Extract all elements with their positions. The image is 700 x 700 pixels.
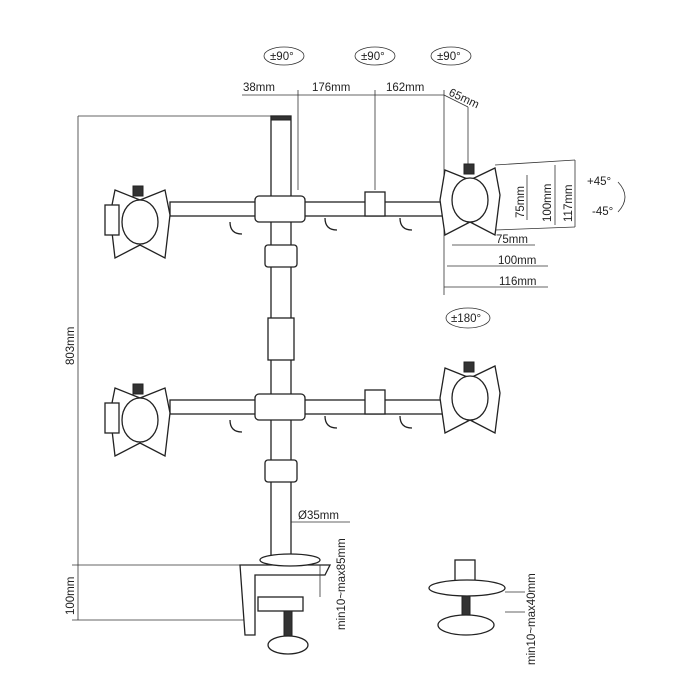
upper-arm-assembly (104, 163, 501, 260)
vesa-w100-label: 100mm (498, 255, 536, 267)
clamp-grommet_range-label: min10~max40mm (526, 573, 538, 665)
rotation-tilt_up-label: +45° (587, 176, 611, 188)
rotation-badge-arm3: ±90° (430, 46, 472, 66)
pole-diameter-label: Ø35mm (298, 510, 339, 522)
rotation-arm3-label: ±90° (437, 51, 461, 63)
pole-height-dimension: 803mm 100mm (65, 115, 330, 621)
rotation-badge-arm1: ±90° (263, 46, 305, 66)
pole: Ø35mm (264, 115, 350, 557)
vesa-h100-label: 100mm (542, 184, 554, 222)
rotation-tilt_down-label: -45° (592, 206, 613, 218)
lower-arm-assembly (104, 361, 501, 458)
vesa-h117-label: 117mm (563, 185, 575, 223)
arm_dims-d4-label: 65mm (447, 87, 481, 111)
vesa-h75-label: 75mm (515, 186, 527, 218)
clamp-clamp_range-label: min10~max85mm (336, 538, 348, 630)
rotation-plate-label: ±180° (451, 313, 481, 325)
arm_dims-d3-label: 162mm (386, 82, 424, 94)
rotation-badge-arm2: ±90° (354, 46, 396, 66)
grommet-base: min10~max40mm (428, 559, 538, 665)
arm-dimensions: 38mm 176mm 162mm 65mm (242, 82, 481, 295)
vesa-dimensions: 75mm 100mm 117mm +45° -45° 75mm 100mm 11… (444, 159, 626, 329)
vesa-w75-label: 75mm (496, 234, 528, 246)
arm_dims-d1-label: 38mm (243, 82, 275, 94)
vesa-w116-label: 116mm (499, 276, 537, 288)
clamp-height-label: 100mm (65, 577, 77, 615)
desk-clamp: min10~max85mm (239, 538, 348, 655)
arm_dims-d2-label: 176mm (312, 82, 350, 94)
pole-height-label: 803mm (65, 327, 77, 365)
rotation-arm2-label: ±90° (361, 51, 385, 63)
rotation-arm1-label: ±90° (270, 51, 294, 63)
